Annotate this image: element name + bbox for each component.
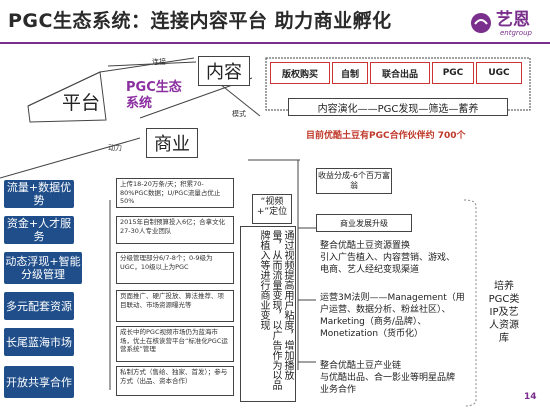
platform-label: 平台: [62, 92, 101, 114]
video-positioning-box: “视频+”定位: [252, 194, 292, 224]
content-label: 内容: [206, 62, 242, 83]
left-item-desc: 上传18-20万条/天；积累70-80%PGC数据；U/PGC流量占优止50%: [116, 178, 234, 208]
far-right-label: 培养PGC类IP及艺人资源库: [488, 281, 520, 344]
left-item-label: 长尾蓝海市场: [4, 328, 74, 356]
left-item-label: 多元配套资源: [4, 292, 74, 320]
page-title: PGC生态系统：连接内容平台 助力商业孵化: [8, 10, 392, 32]
revenue-box: 收益分成-6个百万富翁: [316, 168, 392, 194]
left-item-label: 动态浮现+智能分级管理: [4, 252, 82, 284]
content-node: 内容: [198, 56, 250, 86]
left-item-desc: 页面推广、硬广投放、算法推荐、项目联动、市场资源曝光等: [116, 290, 234, 322]
logo-text: 艺恩: [496, 10, 530, 30]
left-item-desc: 分级管理部分6/7-8个；0-9级为UGC，10级以上为PGC: [116, 252, 234, 284]
edge-mode-label: 模式: [232, 110, 246, 118]
right-item: 整合优酷土豆产业链 与优酷出品、合一影业等明星品牌业务合作: [320, 361, 456, 395]
left-item-label: 资金+人才服务: [4, 216, 74, 244]
edge-connect-label: 连接: [152, 58, 166, 66]
logo: 艺恩 entgroup: [470, 10, 546, 40]
tag-item: PGC: [432, 62, 474, 84]
left-item-label: 开放共享合作: [4, 366, 74, 398]
tag-item: 自制: [332, 62, 368, 84]
left-item-desc: 2015年自制预算投入6亿；合拿文化27-30人专业团队: [116, 216, 234, 244]
left-item-desc: 成长中的PGC视频市场仍为蓝海市场，优土在核诶营平台“标准化PGC运营系统”管理: [116, 326, 234, 362]
logo-sub: entgroup: [500, 29, 532, 37]
right-item: 整合优酷土豆资源置换 引入广告植入、内容营销、游戏、电商、艺人经纪变现渠道: [320, 241, 456, 275]
tag-item: 联合出品: [370, 62, 430, 84]
content-flow-box: 内容演化——PGC发现—筛选—蓄养: [288, 98, 508, 116]
business-label: 商业: [154, 134, 190, 155]
tag-item: UGC: [476, 62, 522, 84]
tag-row: 版权购买 自制 联合出品 PGC UGC: [270, 62, 528, 84]
page-number: 14: [524, 392, 537, 402]
logo-icon: [471, 13, 491, 33]
vertical-text-box: 通过视频提高用户粘度，增加播放量，从而流量变现，以广告作为以品牌植入等进行商业变…: [240, 226, 296, 402]
edge-power-label: 动力: [108, 144, 122, 152]
right-item: 运营3M法则——Management（用户运营、数据分析、粉丝社区）、Marke…: [320, 293, 465, 339]
tag-item: 版权购买: [270, 62, 330, 84]
pgc-eco-label: PGC生态系统: [126, 80, 182, 111]
left-item-desc: 私制方式（售给、独家、首发）；参与方式（出品、资本合作）: [116, 366, 234, 396]
left-item-label: 流量+数据优势: [4, 180, 74, 208]
business-node: 商业: [146, 128, 198, 158]
title-divider: [0, 42, 550, 44]
business-upgrade-box: 商业发展升级: [316, 214, 412, 232]
partners-note: 目前优酷土豆有PGC合作伙伴约 700个: [306, 131, 466, 141]
